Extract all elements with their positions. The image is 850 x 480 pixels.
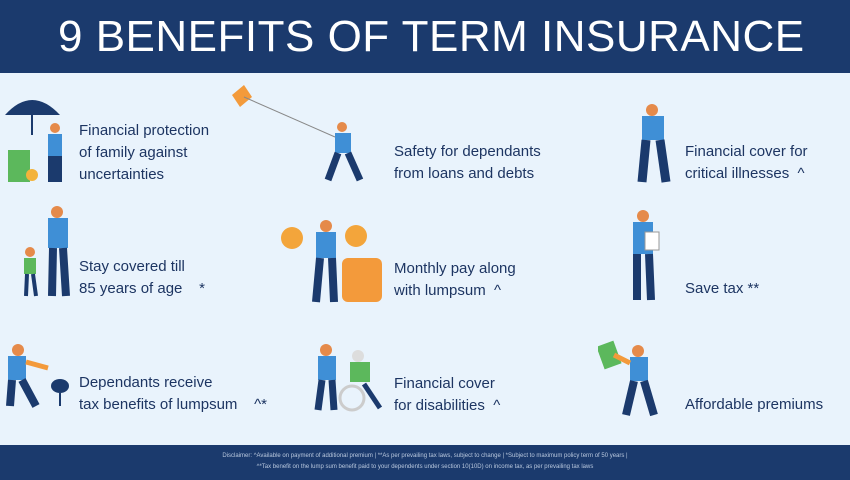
benefit-monthly-pay: Monthly pay along with lumpsum ^ <box>394 258 516 302</box>
benefit-stay-covered: Stay covered till 85 years of age * <box>79 256 205 300</box>
benefit-financial-protection: Financial protection of family against u… <box>79 120 209 186</box>
benefit-line: Financial cover for <box>685 143 808 160</box>
cash-person-icon <box>598 340 658 417</box>
disclaimer-line: ^*Tax benefit on the lump sum benefit pa… <box>256 464 594 470</box>
piggy-bank-person-icon <box>6 344 69 408</box>
benefit-line: Safety for dependants <box>394 143 541 160</box>
person-icon <box>637 104 671 183</box>
benefit-dependants-tax: Dependants receive tax benefits of lumps… <box>79 372 267 416</box>
benefit-line: Save tax ** <box>685 280 760 297</box>
benefit-line: Monthly pay along <box>394 260 516 277</box>
benefit-line: critical illnesses ^ <box>685 165 805 182</box>
coins-person-icon <box>281 220 382 303</box>
header: 9 BENEFITS OF TERM INSURANCE <box>0 0 850 73</box>
benefit-save-tax: Save tax ** <box>685 278 759 300</box>
benefit-safety-dependants: Safety for dependants from loans and deb… <box>394 141 541 185</box>
benefit-line: with lumpsum ^ <box>394 282 502 299</box>
benefit-line: for disabilities ^ <box>394 397 501 414</box>
benefit-line: Financial cover <box>394 375 495 392</box>
benefit-line: Stay covered till <box>79 258 185 275</box>
benefit-line: 85 years of age * <box>79 280 205 297</box>
benefit-affordable-premiums: Affordable premiums <box>685 394 823 416</box>
benefit-line: of family against <box>79 144 188 161</box>
page-title: 9 BENEFITS OF TERM INSURANCE <box>58 12 805 61</box>
benefit-line: Dependants receive <box>79 374 213 391</box>
benefit-line: uncertainties <box>79 166 165 183</box>
benefit-line: from loans and debts <box>394 165 535 182</box>
benefit-critical-illness: Financial cover for critical illnesses ^ <box>685 141 808 185</box>
benefit-line: tax benefits of lumpsum ^* <box>79 396 267 413</box>
parent-child-icon <box>24 206 70 297</box>
wheelchair-icon <box>314 344 383 412</box>
umbrella-person-icon <box>5 100 62 182</box>
benefit-line: Affordable premiums <box>685 396 824 413</box>
disclaimer-line: Disclaimer: ^Available on payment of add… <box>222 453 628 459</box>
person-document-icon <box>633 210 660 301</box>
benefit-disabilities: Financial cover for disabilities ^ <box>394 373 500 417</box>
kite-person-icon <box>232 85 364 182</box>
benefit-line: Financial protection <box>79 122 210 139</box>
disclaimer-footer: Disclaimer: ^Available on payment of add… <box>0 445 850 480</box>
